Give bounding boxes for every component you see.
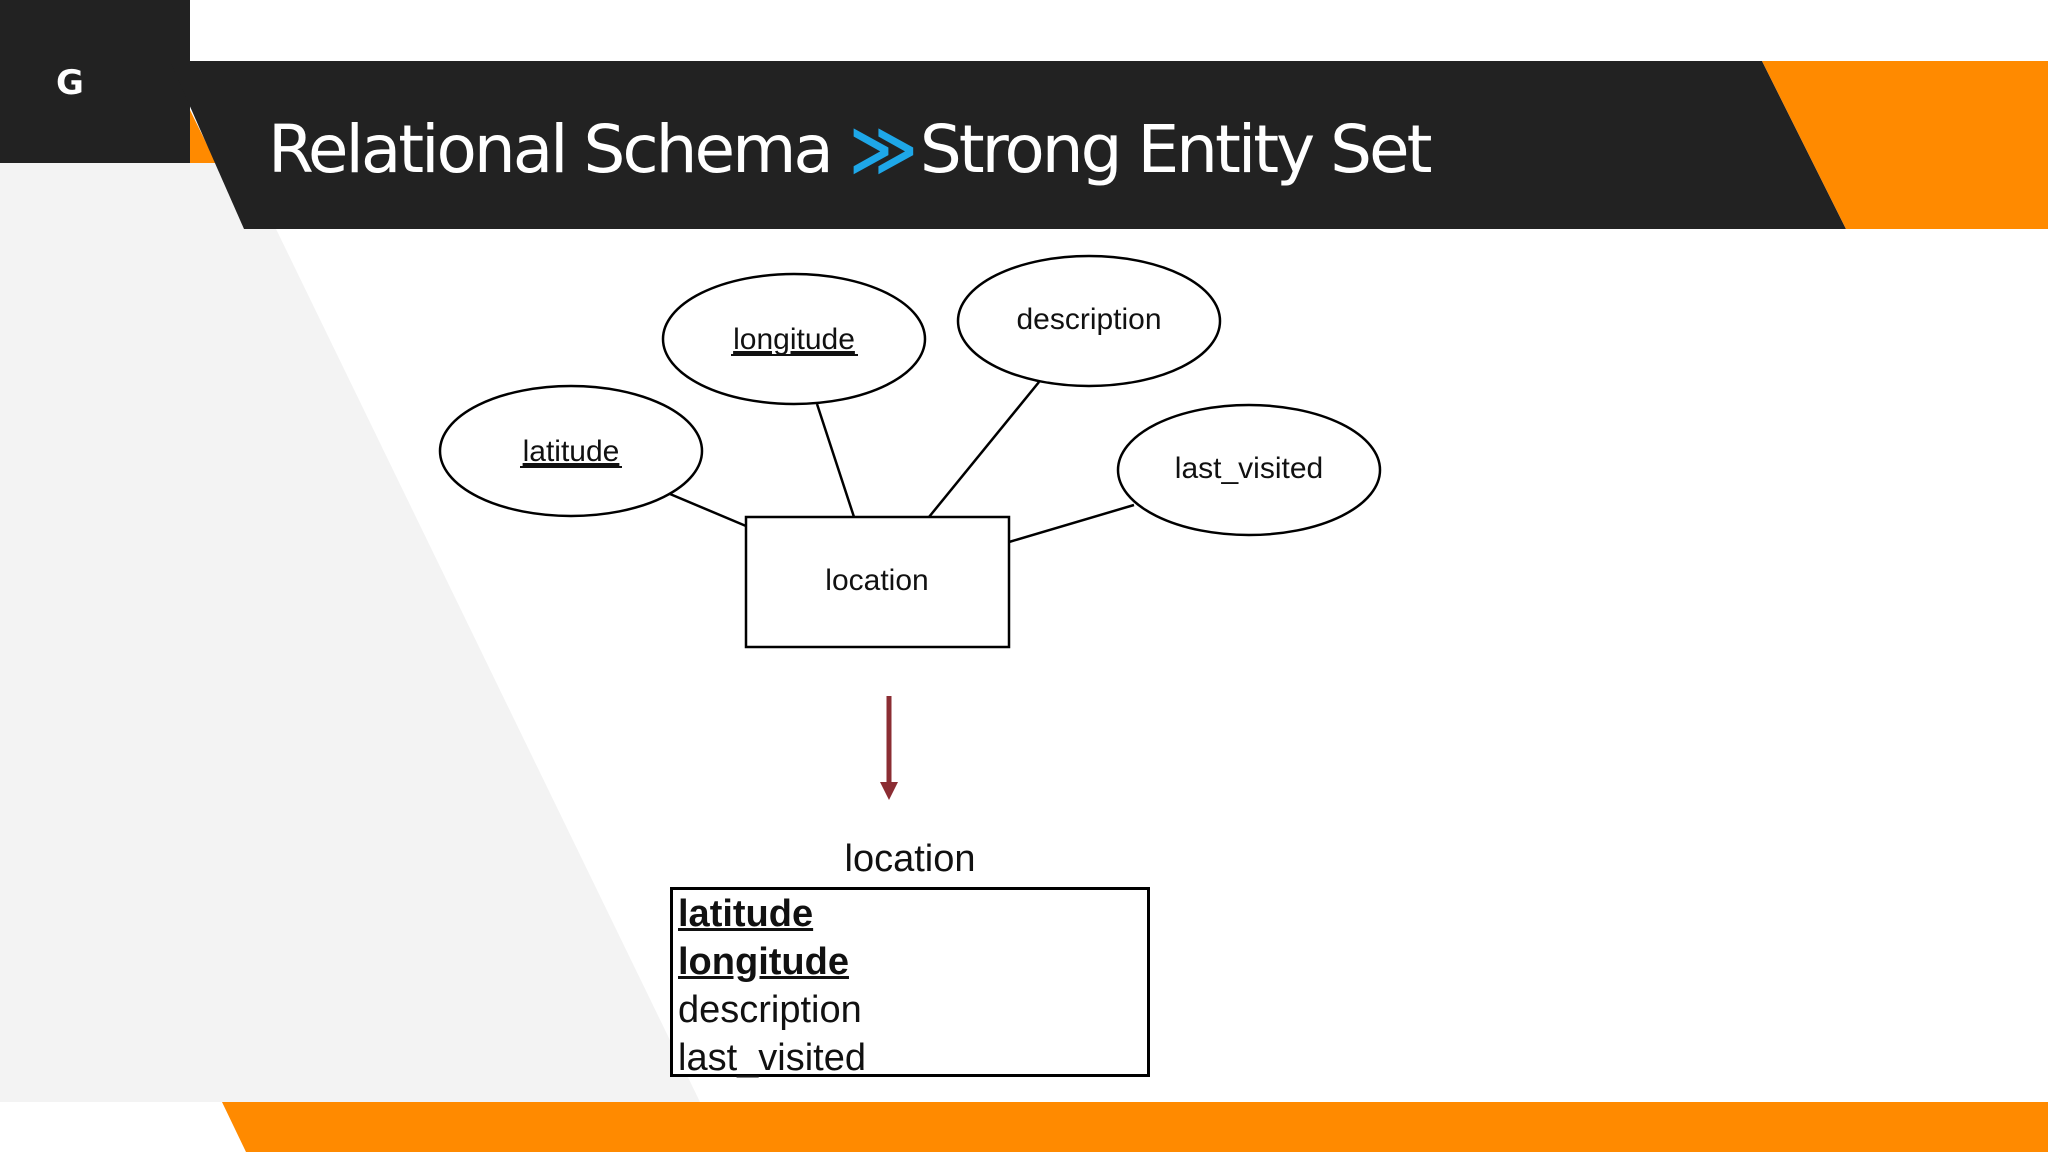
schema-table: latitude longitude description last_visi… — [670, 887, 1150, 1079]
attribute-description: description — [956, 254, 1222, 388]
attribute-last-visited: last_visited — [1116, 403, 1382, 537]
schema-attr-longitude: longitude — [678, 941, 849, 983]
bottom-orange-bar — [222, 1102, 2048, 1152]
schema-attr-last-visited: last_visited — [678, 1037, 866, 1079]
entity-location: location — [744, 515, 1011, 649]
entity-location-label: location — [825, 564, 928, 597]
connector-longitude — [815, 403, 856, 518]
schema-attr-description: description — [678, 989, 862, 1031]
attribute-last-visited-label: last_visited — [1175, 452, 1323, 485]
title-part-1: Relational Schema — [268, 111, 834, 188]
title-part-2: Strong Entity Set — [919, 111, 1433, 188]
conversion-arrow-icon — [880, 696, 898, 800]
header-right-orange — [1762, 61, 2048, 229]
header-bar — [170, 61, 1846, 229]
attribute-longitude-label: longitude — [733, 323, 855, 356]
left-gray-panel — [0, 163, 700, 1102]
connector-description — [928, 381, 1040, 518]
connector-latitude — [669, 492, 747, 528]
connector-last-visited — [1008, 503, 1135, 544]
attribute-longitude: longitude — [661, 272, 927, 406]
schema-table-name: location — [844, 838, 976, 880]
schema-attr-latitude: latitude — [678, 893, 814, 935]
top-left-dark-block — [0, 0, 190, 163]
slide-title: Relational Schema ≫Strong Entity Set — [268, 106, 1448, 230]
attribute-latitude: latitude — [438, 384, 704, 518]
title-separator-icon: ≫ — [848, 111, 918, 188]
attribute-description-label: description — [1016, 303, 1161, 336]
slide-logo: G — [56, 63, 84, 103]
attribute-latitude-label: latitude — [523, 435, 620, 468]
